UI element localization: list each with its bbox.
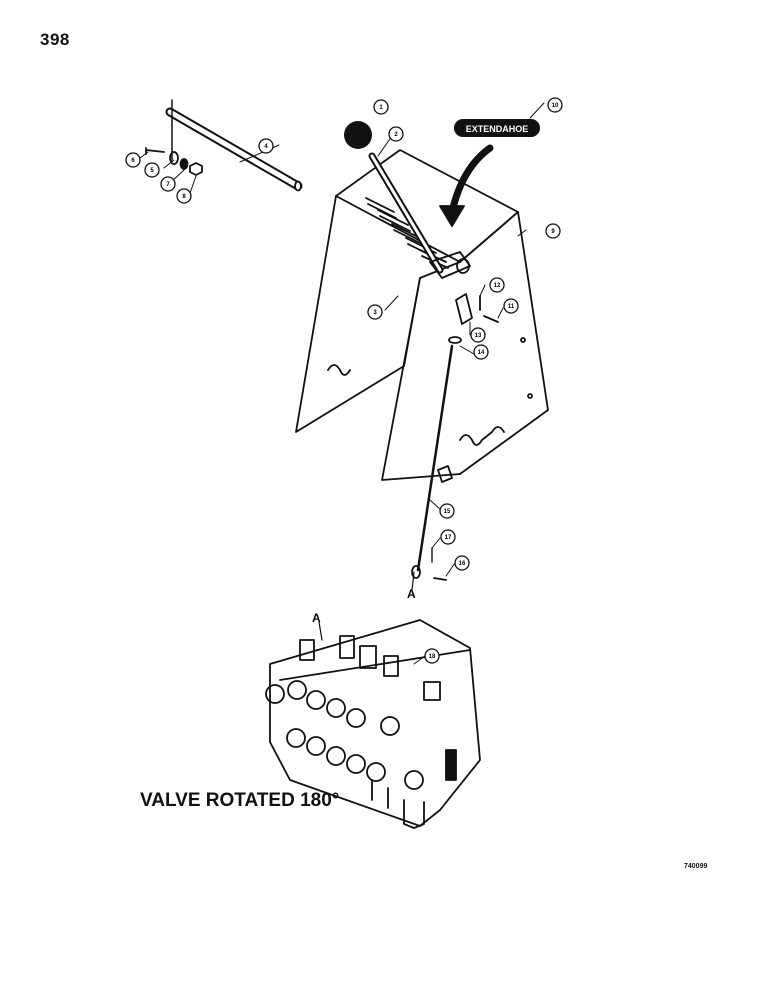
callout-circle <box>373 99 389 115</box>
leader-lines <box>139 102 545 665</box>
callout-circle <box>454 555 470 571</box>
callout-bolt-small: 6 <box>125 152 141 168</box>
upper-linkage <box>411 293 499 591</box>
banner-label: EXTENDAHOE <box>466 124 529 134</box>
callout-label: 12 <box>494 283 501 289</box>
callout-circle <box>424 648 440 664</box>
callout-circle <box>176 188 192 204</box>
figure-id: 740099 <box>684 863 708 870</box>
callout-label: 2 <box>394 132 398 138</box>
callout-cotter-upper: 12 <box>489 277 505 293</box>
callout-circle <box>125 152 141 168</box>
callout-label: 15 <box>444 509 451 515</box>
callout-circle <box>388 126 404 142</box>
callout-circle <box>489 277 505 293</box>
control-valve <box>265 619 481 829</box>
callout-circle <box>547 97 563 113</box>
callout-label: 4 <box>264 144 268 150</box>
callout-lever: 2 <box>388 126 404 142</box>
console-housing <box>295 149 549 481</box>
knob-icon <box>344 121 372 149</box>
ref-letter-top: A <box>312 611 321 625</box>
callout-nut-small: 8 <box>176 188 192 204</box>
callout-label: 7 <box>166 182 170 188</box>
callout-circle <box>258 138 274 154</box>
callout-control-rod: 15 <box>439 503 455 519</box>
callout-decal: 10 <box>547 97 563 113</box>
callout-cotter-lower: 17 <box>440 529 456 545</box>
rod-assembly <box>145 99 303 192</box>
callout-pin-upper: 11 <box>503 298 519 314</box>
callout-circle <box>503 298 519 314</box>
lever-assembly <box>368 152 471 279</box>
callout-circle <box>545 223 561 239</box>
callout-label: 17 <box>445 535 452 541</box>
callout-label: 13 <box>475 333 482 339</box>
callout-circle <box>367 304 383 320</box>
callout-clevis: 13 <box>470 327 486 343</box>
callout-label: 6 <box>131 158 135 164</box>
callout-rod: 4 <box>258 138 274 154</box>
callout-label: 18 <box>429 654 436 660</box>
callout-label: 8 <box>182 194 186 200</box>
callout-circle <box>160 176 176 192</box>
callout-label: 9 <box>551 229 555 235</box>
figure-caption: VALVE ROTATED 180° <box>140 790 340 811</box>
callout-label: 14 <box>478 350 485 356</box>
callout-valve: 18 <box>424 648 440 664</box>
callout-knob: 1 <box>373 99 389 115</box>
callout-circle <box>473 344 489 360</box>
page-number: 398 <box>40 30 70 49</box>
ref-letter-bottom: A <box>407 587 416 601</box>
decal-banner: EXTENDAHOE <box>454 119 540 137</box>
callout-label: 3 <box>373 310 377 316</box>
callout-pin-lower: 16 <box>454 555 470 571</box>
callout-lockwasher: 7 <box>160 176 176 192</box>
callout-bolt-left: 3 <box>367 304 383 320</box>
callout-label: 10 <box>552 103 559 109</box>
callout-circle <box>439 503 455 519</box>
callout-label: 16 <box>459 561 466 567</box>
callout-label: 5 <box>150 168 154 174</box>
callout-label: 11 <box>508 304 515 310</box>
callout-circle <box>470 327 486 343</box>
callout-jam-nut: 14 <box>473 344 489 360</box>
callout-washer: 5 <box>144 162 160 178</box>
callout-circle <box>144 162 160 178</box>
callout-label: 1 <box>379 105 383 111</box>
callout-console: 9 <box>545 223 561 239</box>
callout-circle <box>440 529 456 545</box>
